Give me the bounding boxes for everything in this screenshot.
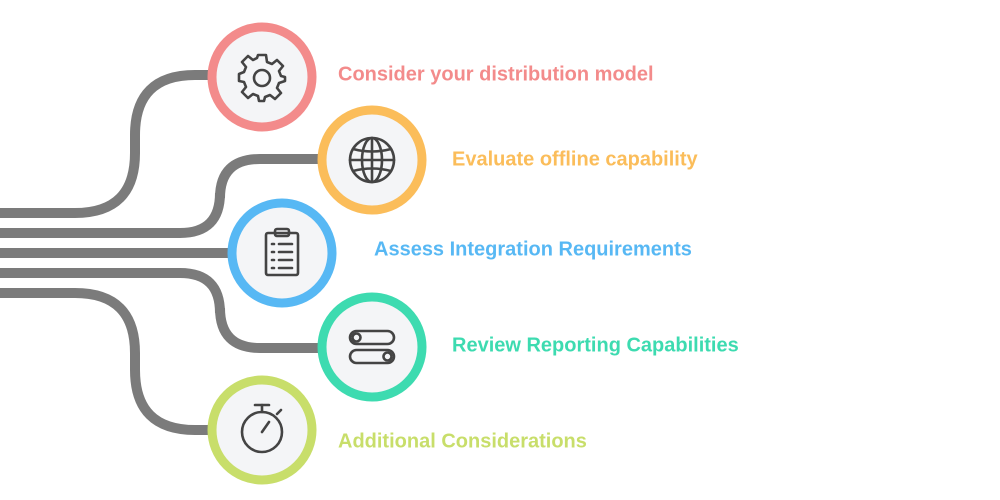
step-4-label: Review Reporting Capabilities	[452, 334, 739, 356]
step-5-label: Additional Considerations	[338, 430, 587, 452]
gear-icon	[237, 53, 287, 103]
step-2: Evaluate offline capability	[317, 105, 699, 215]
step-4: Review Reporting Capabilities	[317, 292, 739, 402]
connector-lines	[0, 70, 322, 435]
globe-icon	[348, 136, 396, 184]
step-1-label: Consider your distribution model	[338, 63, 654, 85]
connector-step-2	[0, 154, 322, 238]
step-3: Assess Integration Requirements	[227, 198, 692, 308]
connector-step-1	[0, 70, 215, 218]
step-1-circle	[207, 22, 317, 132]
step-5: Additional Considerations	[207, 375, 587, 485]
step-3-label: Assess Integration Requirements	[374, 238, 692, 260]
step-2-label: Evaluate offline capability	[452, 148, 699, 170]
clipboard-icon	[264, 227, 300, 277]
toggle-icon	[348, 329, 396, 365]
stopwatch-icon	[240, 403, 284, 454]
connector-step-4	[0, 268, 322, 353]
step-4-circle	[317, 292, 427, 402]
connector-step-5	[0, 288, 215, 435]
step-1: Consider your distribution model	[207, 22, 654, 132]
